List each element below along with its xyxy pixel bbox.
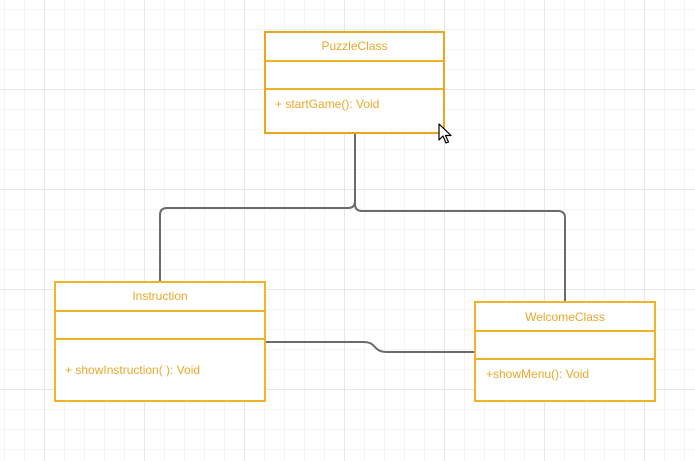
class-attributes	[476, 332, 654, 360]
class-box-puzzle[interactable]: PuzzleClass + startGame(): Void	[264, 31, 445, 134]
class-method: + showInstruction( ): Void	[65, 363, 201, 377]
mouse-pointer-icon	[438, 123, 452, 144]
class-name: Instruction	[56, 283, 264, 312]
class-method: +showMenu(): Void	[486, 367, 590, 381]
class-name: WelcomeClass	[476, 303, 654, 332]
connector-instruction-welcome[interactable]	[265, 341, 475, 353]
class-box-instruction[interactable]: Instruction + showInstruction( ): Void	[54, 281, 266, 402]
class-box-welcome[interactable]: WelcomeClass +showMenu(): Void	[474, 301, 656, 402]
connector-puzzle-welcome[interactable]	[354, 134, 566, 301]
class-attributes	[266, 62, 443, 90]
class-attributes	[56, 312, 264, 340]
connector-puzzle-instruction[interactable]	[159, 134, 356, 282]
class-name: PuzzleClass	[266, 33, 443, 62]
class-method: + startGame(): Void	[275, 97, 380, 111]
